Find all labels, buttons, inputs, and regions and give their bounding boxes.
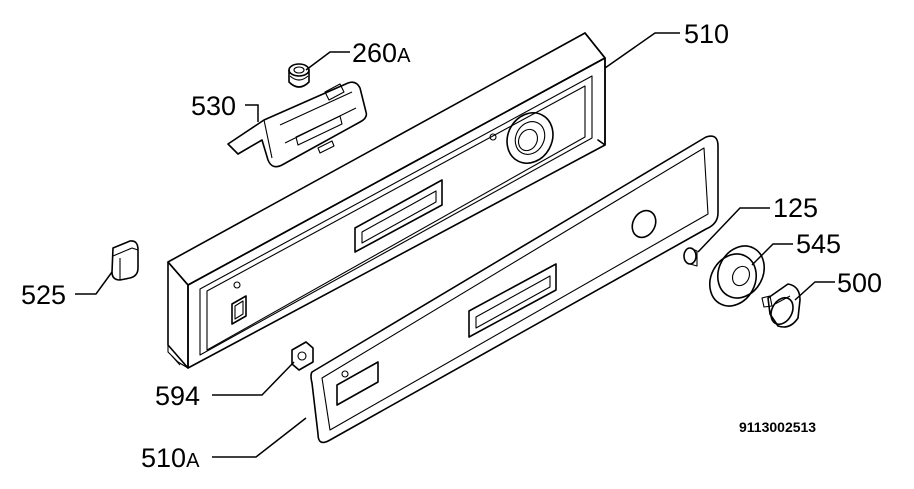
knob-bezel-part xyxy=(709,245,765,307)
callout-510a: 510A xyxy=(141,443,200,473)
bushing-part xyxy=(288,63,310,88)
button-cap-part xyxy=(111,240,139,281)
knob-part xyxy=(761,283,801,328)
callout-510: 510 xyxy=(684,19,730,49)
callout-545: 545 xyxy=(796,229,842,259)
control-panel-housing xyxy=(167,32,606,369)
front-fascia-plate xyxy=(310,135,719,444)
callout-530: 530 xyxy=(191,91,237,121)
callout-594: 594 xyxy=(155,381,201,411)
spacer-part xyxy=(683,247,698,267)
callout-525: 525 xyxy=(21,280,67,310)
document-number: 9113002513 xyxy=(739,419,817,435)
leader-lines xyxy=(75,32,835,458)
callout-500: 500 xyxy=(837,268,883,298)
bracket-part xyxy=(227,81,368,168)
callout-260a: 260A xyxy=(352,38,411,68)
clip-part xyxy=(291,341,314,371)
callout-125: 125 xyxy=(773,193,819,223)
